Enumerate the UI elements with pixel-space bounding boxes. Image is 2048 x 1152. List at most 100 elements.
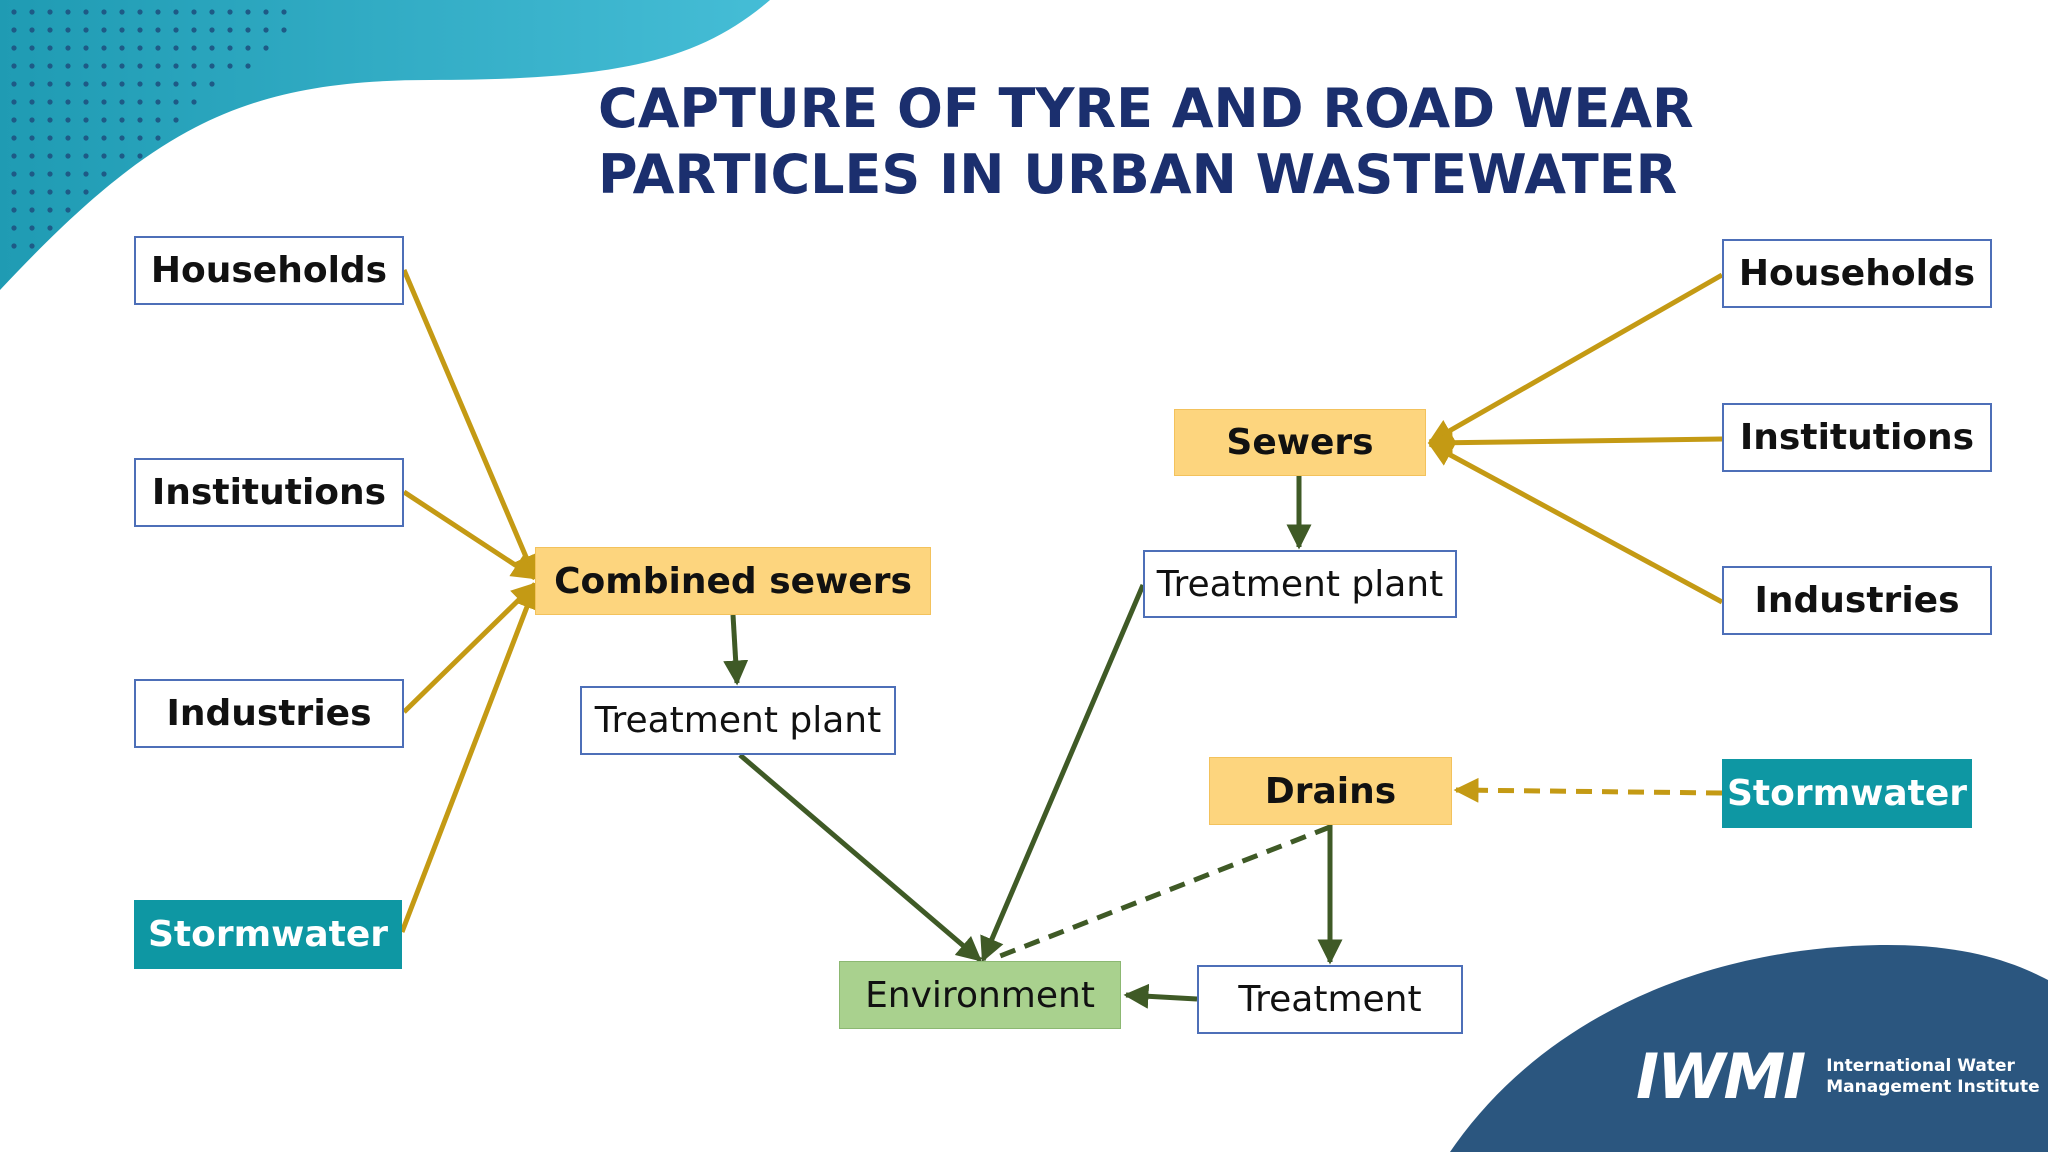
decorative-dot <box>209 81 215 87</box>
decorative-dot <box>137 27 143 33</box>
decorative-dot <box>11 153 17 159</box>
decorative-dot <box>155 63 161 69</box>
decorative-dot <box>245 63 251 69</box>
decorative-dot <box>155 9 161 15</box>
decorative-dot <box>65 63 71 69</box>
node-industries-left-label: Industries <box>166 693 372 734</box>
decorative-dot <box>11 9 17 15</box>
node-treatment-label: Treatment <box>1238 979 1422 1020</box>
decorative-dot <box>47 81 53 87</box>
decorative-dot <box>29 81 35 87</box>
decorative-dot <box>11 207 17 213</box>
decorative-dot <box>83 81 89 87</box>
decorative-dot <box>83 189 89 195</box>
decorative-dot <box>47 117 53 123</box>
decorative-dot <box>209 9 215 15</box>
decorative-dot <box>137 9 143 15</box>
decorative-dot <box>11 135 17 141</box>
title-line-2: PARTICLES IN URBAN WASTEWATER <box>598 143 1678 206</box>
node-industries-right-label: Industries <box>1754 580 1960 621</box>
decorative-dot <box>101 99 107 105</box>
decorative-dot <box>65 171 71 177</box>
node-institutions-left: Institutions <box>134 458 404 527</box>
arrow-treatment-to-environment <box>1123 983 1198 1009</box>
iwmi-logo-line-2: Management Institute <box>1826 1076 2040 1097</box>
node-treatment-plant-right-label: Treatment plant <box>1156 563 1444 605</box>
decorative-dot <box>191 81 197 87</box>
decorative-dot <box>137 117 143 123</box>
iwmi-logo-mark: IWMI <box>1636 1040 1806 1113</box>
decorative-dot <box>83 99 89 105</box>
decorative-dot <box>29 135 35 141</box>
decorative-dot <box>11 27 17 33</box>
decorative-dot <box>83 153 89 159</box>
node-treatment: Treatment <box>1197 965 1463 1034</box>
decorative-dot <box>83 135 89 141</box>
decorative-dot <box>101 63 107 69</box>
decorative-dot <box>119 135 125 141</box>
node-institutions-right: Institutions <box>1722 403 1992 472</box>
node-households-right: Households <box>1722 239 1992 308</box>
decorative-dot <box>263 9 269 15</box>
decorative-dot <box>65 45 71 51</box>
decorative-dot <box>65 9 71 15</box>
decorative-dot <box>101 45 107 51</box>
decorative-dot <box>245 45 251 51</box>
arrow-stormwater-to-drains <box>1453 777 1723 803</box>
decorative-dot <box>65 135 71 141</box>
decorative-dot <box>137 153 143 159</box>
decorative-dot <box>101 9 107 15</box>
arrow-right-treatment-plant-to-environment <box>980 584 1146 963</box>
decorative-dot <box>11 117 17 123</box>
iwmi-logo-text: International Water Management Institute <box>1826 1056 2039 1098</box>
page-title: CAPTURE OF TYRE AND ROAD WEAR PARTICLES … <box>598 76 1748 208</box>
decorative-dot <box>29 117 35 123</box>
decorative-dot <box>65 153 71 159</box>
decorative-dot <box>11 45 17 51</box>
node-sewers: Sewers <box>1174 409 1426 476</box>
decorative-dot <box>83 27 89 33</box>
decorative-dot <box>173 63 179 69</box>
decorative-dot <box>119 99 125 105</box>
decorative-dot <box>155 45 161 51</box>
decorative-dot <box>119 81 125 87</box>
decorative-dot <box>47 171 53 177</box>
decorative-dot <box>227 63 233 69</box>
arrow-drains-to-environment <box>994 824 1331 961</box>
decorative-dot <box>209 27 215 33</box>
decorative-dot <box>191 45 197 51</box>
top-left-wave <box>0 0 770 290</box>
iwmi-logo: IWMI International Water Management Inst… <box>1636 1040 2040 1113</box>
arrow-institutions-to-sewers <box>1427 430 1723 456</box>
decorative-dot <box>47 45 53 51</box>
decorative-dot <box>83 117 89 123</box>
decorative-dot <box>137 81 143 87</box>
node-drains-label: Drains <box>1264 770 1397 812</box>
decorative-dot <box>209 45 215 51</box>
decorative-dot <box>65 189 71 195</box>
node-stormwater-right: Stormwater <box>1722 759 1972 828</box>
decorative-dot <box>11 171 17 177</box>
decorative-dot <box>29 189 35 195</box>
decorative-dot <box>191 9 197 15</box>
decorative-dot <box>263 27 269 33</box>
decorative-dot <box>29 171 35 177</box>
decorative-dot <box>155 27 161 33</box>
decorative-dot <box>119 153 125 159</box>
decorative-dot <box>47 9 53 15</box>
arrow-institutions-to-combined-sewers <box>402 489 538 581</box>
decorative-dot <box>173 9 179 15</box>
decorative-dot <box>47 99 53 105</box>
decorative-dot <box>281 27 287 33</box>
decorative-dot <box>11 99 17 105</box>
decorative-dot <box>29 63 35 69</box>
decorative-dot <box>65 81 71 87</box>
decorative-dot <box>173 27 179 33</box>
decorative-dot <box>29 153 35 159</box>
decorative-dot <box>65 117 71 123</box>
node-combined-sewers: Combined sewers <box>535 547 931 615</box>
decorative-dot <box>83 45 89 51</box>
node-sewers-label: Sewers <box>1226 422 1374 463</box>
decorative-dot <box>47 189 53 195</box>
